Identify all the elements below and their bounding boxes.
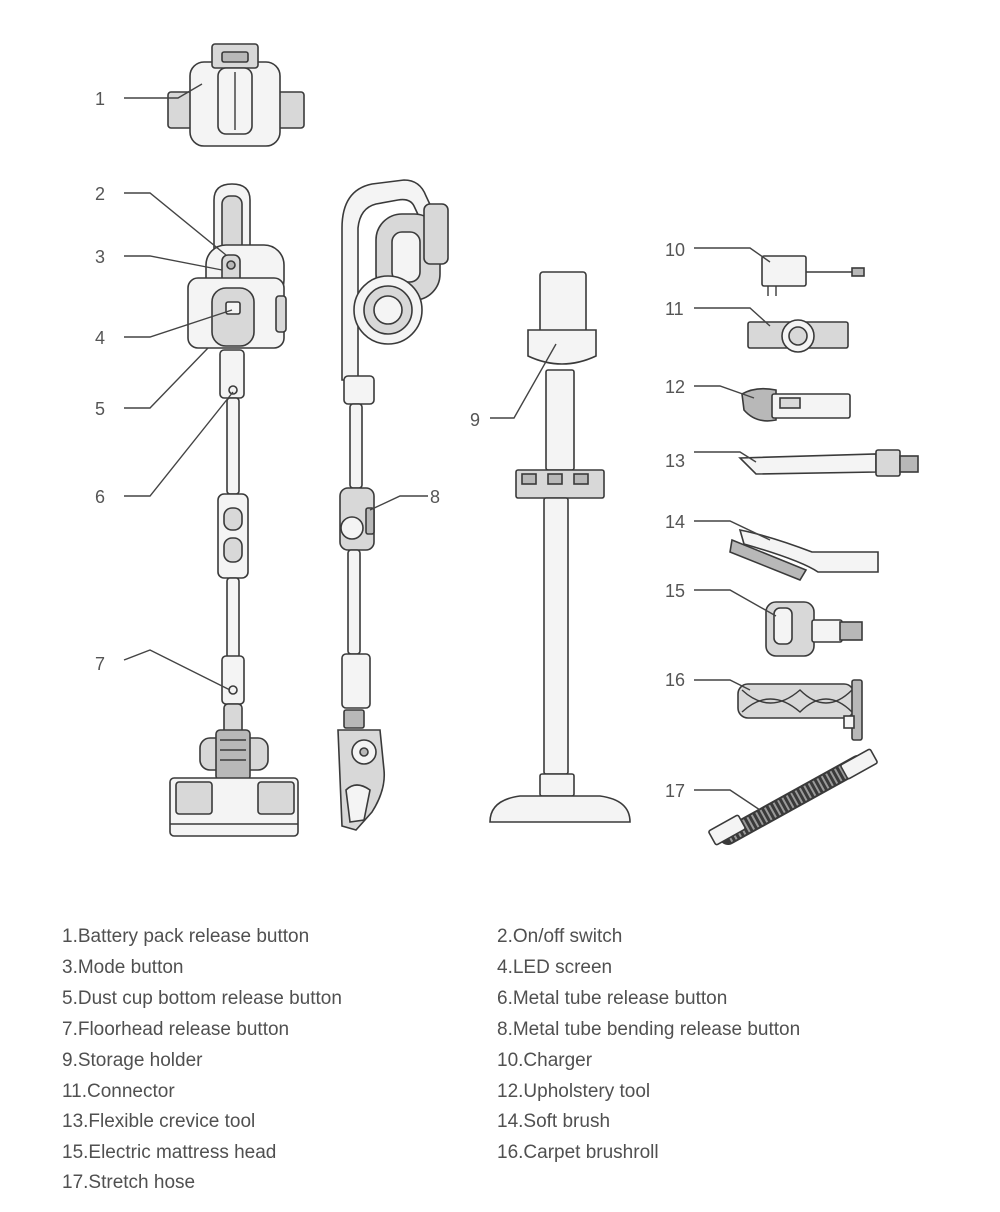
battery-pack-illustration: [167, 43, 305, 147]
legend-item-13: 13.Flexible crevice tool: [62, 1111, 256, 1132]
legend-item-15: 15.Electric mattress head: [62, 1142, 277, 1163]
product-parts-diagram: 1 2 3 4 5 6 7 8 9 10 11 12 13 14 15 16 1…: [95, 43, 919, 846]
callout-17: 17: [665, 781, 685, 801]
callout-5: 5: [95, 399, 105, 419]
legend-item-11: 11.Connector: [62, 1081, 175, 1102]
legend-item-1: 1.Battery pack release button: [62, 926, 310, 947]
legend-item-9: 9.Storage holder: [62, 1050, 203, 1071]
storage-holder-illustration: [489, 271, 631, 823]
callout-12: 12: [665, 377, 685, 397]
callout-10: 10: [665, 240, 685, 260]
leader-lines: [123, 83, 777, 811]
legend-item-10: 10.Charger: [497, 1050, 593, 1071]
electric-mattress-head-illustration: [765, 601, 863, 657]
parts-legend: 1.Battery pack release button 2.On/off s…: [0, 920, 1000, 1200]
callout-14: 14: [665, 512, 685, 532]
carpet-brushroll-illustration: [737, 679, 863, 741]
legend-item-14: 14.Soft brush: [497, 1111, 611, 1132]
charger-illustration: [761, 255, 865, 296]
legend-item-7: 7.Floorhead release button: [62, 1019, 290, 1040]
legend-item-8: 8.Metal tube bending release button: [497, 1019, 801, 1040]
callout-9: 9: [470, 410, 480, 430]
upholstery-tool-illustration: [741, 387, 851, 422]
legend-item-17: 17.Stretch hose: [62, 1172, 196, 1193]
callout-8: 8: [430, 487, 440, 507]
callout-4: 4: [95, 328, 105, 348]
callout-2: 2: [95, 184, 105, 204]
legend-item-16: 16.Carpet brushroll: [497, 1142, 659, 1163]
callout-6: 6: [95, 487, 105, 507]
legend-item-12: 12.Upholstery tool: [497, 1081, 651, 1102]
vacuum-side-view-illustration: [337, 179, 449, 831]
stretch-hose-illustration: [708, 748, 878, 846]
legend-item-3: 3.Mode button: [62, 957, 184, 978]
vacuum-front-view-illustration: [169, 183, 299, 837]
legend-item-4: 4.LED screen: [497, 957, 613, 978]
callout-11: 11: [665, 299, 684, 319]
callout-13: 13: [665, 451, 685, 471]
callout-7: 7: [95, 654, 105, 674]
callout-16: 16: [665, 670, 685, 690]
callout-1: 1: [95, 89, 105, 109]
connector-illustration: [747, 319, 849, 353]
flexible-crevice-tool-illustration: [738, 449, 919, 477]
legend-item-6: 6.Metal tube release button: [497, 988, 728, 1009]
soft-brush-illustration: [729, 528, 879, 581]
legend-item-5: 5.Dust cup bottom release button: [62, 988, 342, 1009]
callout-15: 15: [665, 581, 685, 601]
callout-3: 3: [95, 247, 105, 267]
legend-item-2: 2.On/off switch: [497, 926, 623, 947]
callout-numbers: 1 2 3 4 5 6 7 8 9 10 11 12 13 14 15 16 1…: [95, 89, 685, 801]
